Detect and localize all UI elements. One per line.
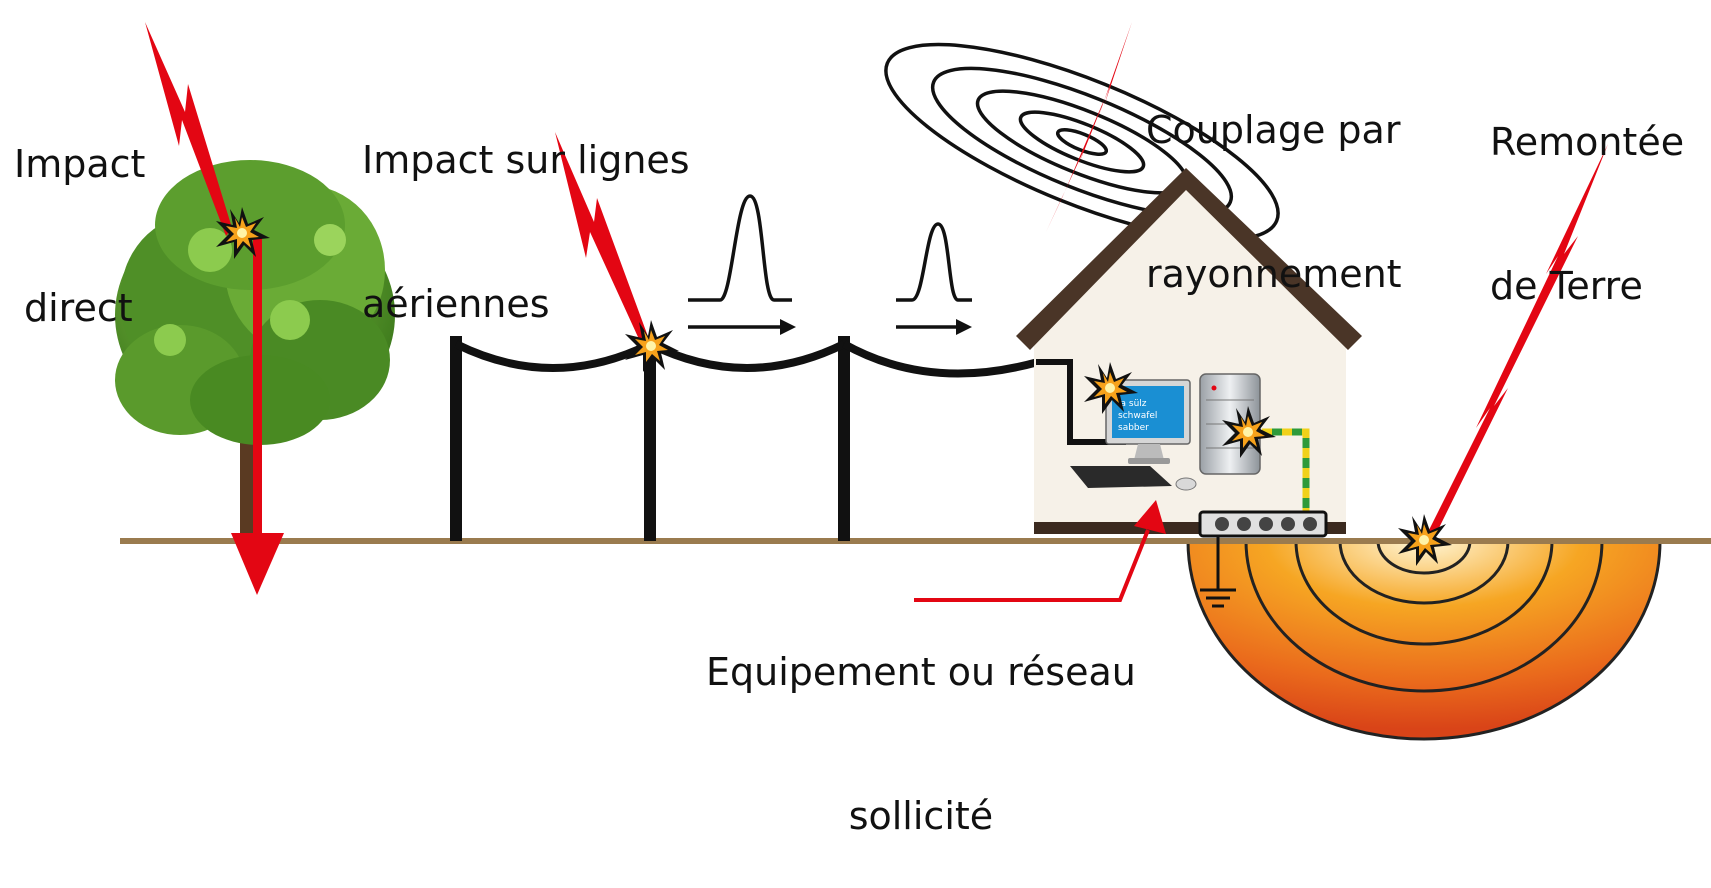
lightning-bolt-icon bbox=[145, 22, 232, 236]
label-equipement-line-2: sollicité bbox=[848, 794, 994, 838]
label-impact-direct-line-1: Impact bbox=[14, 142, 146, 186]
explosion-icon bbox=[1222, 406, 1276, 458]
surge-pulse-2 bbox=[896, 222, 972, 335]
explosion-icon bbox=[1398, 514, 1452, 566]
explosion-icon bbox=[1084, 362, 1138, 414]
radiation-coupling-waves bbox=[884, 42, 1280, 242]
earth-potential-rise bbox=[1186, 539, 1662, 741]
label-impact-lignes-line-2: aériennes bbox=[362, 282, 550, 326]
label-remontee-line-2: de Terre bbox=[1490, 264, 1643, 308]
arrow-right-icon bbox=[956, 319, 972, 335]
label-couplage-line-2: rayonnement bbox=[1146, 252, 1402, 296]
tree-current-arrow bbox=[231, 238, 284, 595]
screen-text-line-3: sabber bbox=[1118, 423, 1149, 433]
label-impact-direct: Impact direct bbox=[14, 44, 145, 380]
explosion-icon bbox=[216, 207, 270, 259]
overhead-power-line bbox=[450, 336, 1040, 541]
lightning-impact-diagram: la sülz schwafel sabber bbox=[115, 22, 1711, 741]
keyboard-icon bbox=[1070, 466, 1172, 488]
computer-icon: la sülz schwafel sabber bbox=[1070, 379, 1197, 491]
surge-pulse-1 bbox=[688, 194, 796, 335]
lightning-bolt-icon bbox=[1428, 144, 1608, 534]
label-remontee: Remontée de Terre bbox=[1490, 22, 1684, 358]
label-impact-lignes: Impact sur lignes aériennes bbox=[362, 40, 690, 376]
incoming-power-cable bbox=[1036, 359, 1126, 445]
tree-icon bbox=[115, 160, 395, 540]
equipment-pointer bbox=[914, 500, 1166, 602]
label-impact-lignes-line-1: Impact sur lignes bbox=[362, 138, 690, 182]
label-couplage: Couplage par rayonnement bbox=[1146, 10, 1402, 346]
ground-symbol-icon bbox=[1200, 536, 1236, 608]
screen-text-line-1: la sülz bbox=[1118, 399, 1147, 409]
screen-text-line-2: schwafel bbox=[1118, 411, 1157, 421]
label-equipement-line-1: Equipement ou réseau bbox=[706, 650, 1136, 694]
label-equipement: Equipement ou réseau sollicité bbox=[706, 552, 1136, 888]
mouse-icon bbox=[1175, 477, 1197, 491]
label-impact-direct-line-2: direct bbox=[24, 286, 133, 330]
surge-protector-strip bbox=[1198, 510, 1328, 538]
arrow-right-icon bbox=[780, 319, 796, 335]
label-remontee-line-1: Remontée bbox=[1490, 120, 1685, 164]
lightning-bolt-icon bbox=[555, 132, 650, 348]
explosion-icon bbox=[625, 320, 679, 372]
label-couplage-line-1: Couplage par bbox=[1146, 108, 1401, 152]
